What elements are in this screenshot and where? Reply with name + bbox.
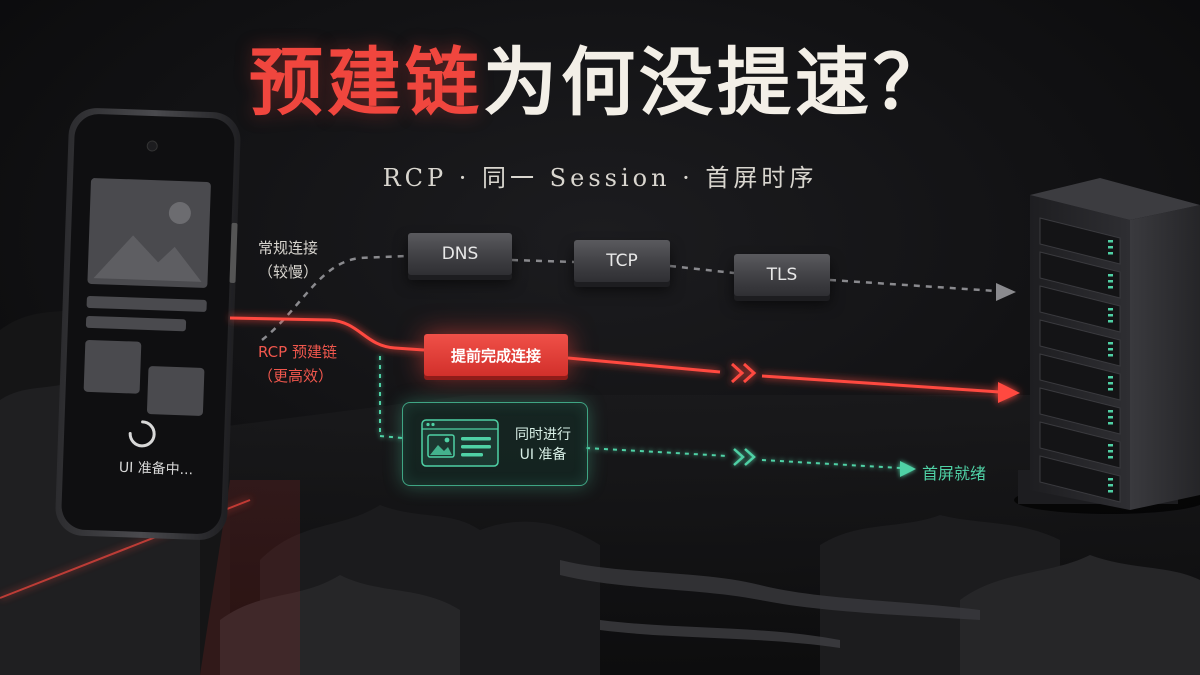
server-led xyxy=(1108,382,1113,385)
server-led xyxy=(1108,252,1113,255)
server-led xyxy=(1108,240,1113,243)
server-led xyxy=(1108,354,1113,357)
server-led xyxy=(1108,342,1113,345)
parallel-ui-box: 同时进行 UI 准备 xyxy=(402,402,588,486)
parallel-ui-text-line2: UI 准备 xyxy=(519,447,567,463)
server-led xyxy=(1108,388,1113,391)
server-unit xyxy=(1039,251,1121,299)
tcp-step-box: TCP xyxy=(574,240,670,282)
rcp-preconnect-box: 提前完成连接 xyxy=(424,334,568,376)
server-led xyxy=(1108,280,1113,283)
tls-step-box: TLS xyxy=(734,254,830,296)
server-led xyxy=(1108,484,1113,487)
server-led xyxy=(1108,478,1113,481)
normal-path-label-line2: （较慢） xyxy=(258,263,319,281)
server-unit xyxy=(1039,217,1121,265)
server-unit xyxy=(1039,353,1121,401)
server-unit xyxy=(1039,421,1121,469)
server-led xyxy=(1108,410,1113,413)
text-line-placeholder xyxy=(86,295,207,312)
window-icon xyxy=(421,419,499,467)
card-placeholder xyxy=(146,366,205,416)
server-led xyxy=(1108,308,1113,311)
server-led xyxy=(1108,456,1113,459)
server-led xyxy=(1108,286,1113,289)
rcp-path-label: RCP 预建链 （更高效） xyxy=(258,340,337,388)
server-led xyxy=(1108,490,1113,493)
server-unit xyxy=(1039,387,1121,435)
rcp-path-label-line2: （更高效） xyxy=(258,367,334,385)
front-camera-icon xyxy=(146,140,158,152)
server-led xyxy=(1108,314,1113,317)
server-led xyxy=(1108,274,1113,277)
side-button xyxy=(229,222,238,283)
floor-red-glow xyxy=(200,480,300,675)
title-rest: 为何没提速？ xyxy=(483,40,951,126)
server-unit xyxy=(1039,319,1121,367)
server-unit xyxy=(1039,455,1121,503)
rcp-connection-path xyxy=(229,316,1020,403)
parallel-ui-text: 同时进行 UI 准备 xyxy=(507,425,579,465)
arrowhead-icon xyxy=(900,461,916,477)
phone-ui-status: UI 准备中... xyxy=(118,459,194,479)
page-subtitle: RCP · 同一 Session · 首屏时序 xyxy=(382,164,818,192)
server-led xyxy=(1108,376,1113,379)
arrowhead-icon xyxy=(998,382,1020,403)
smartphone-icon xyxy=(55,108,241,540)
server-unit xyxy=(1039,285,1121,333)
server-led xyxy=(1108,450,1113,453)
first-screen-ready-label: 首屏就绪 xyxy=(922,464,987,483)
normal-path-label-line1: 常规连接 xyxy=(258,239,319,257)
server-led xyxy=(1108,422,1113,425)
text-line-placeholder xyxy=(85,315,187,332)
server-led xyxy=(1108,320,1113,323)
normal-connection-path xyxy=(261,254,1016,341)
title-highlight: 预建链 xyxy=(249,40,483,126)
river xyxy=(560,560,980,620)
parallel-ui-path xyxy=(379,356,916,477)
loading-spinner-icon xyxy=(128,420,156,448)
dns-step-box: DNS xyxy=(408,233,512,275)
rcp-path-label-line1: RCP 预建链 xyxy=(258,343,337,361)
normal-path-label: 常规连接 （较慢） xyxy=(258,236,318,284)
double-chevron-icon xyxy=(733,448,756,466)
server-led xyxy=(1108,444,1113,447)
arrowhead-icon xyxy=(996,283,1016,301)
page-title: 预建链为何没提速？ xyxy=(0,46,1200,120)
server-led xyxy=(1108,246,1113,249)
double-chevron-icon xyxy=(730,362,757,384)
parallel-ui-text-line1: 同时进行 xyxy=(515,427,571,443)
server-led xyxy=(1108,348,1113,351)
server-rack-icon xyxy=(1014,178,1200,514)
card-placeholder xyxy=(83,339,142,394)
server-led xyxy=(1108,416,1113,419)
